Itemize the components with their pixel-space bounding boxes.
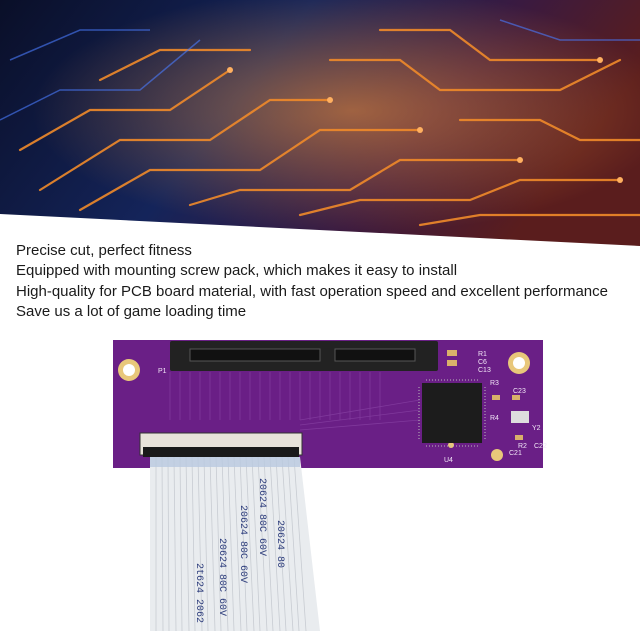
cable-print: 2t624 2062 xyxy=(193,563,204,623)
cable-print: 20624 80C 60V xyxy=(216,538,227,616)
silk-label: R2 xyxy=(518,443,527,450)
feature-list: Precise cut, perfect fitness Equipped wi… xyxy=(16,241,608,322)
adapter-board-image: P1 R1 C6 C13 R3 C23 R4 Y2 U4 C21 R2 C22 … xyxy=(113,340,547,631)
silk-label: U4 xyxy=(444,457,453,464)
silk-label: C22 xyxy=(534,443,547,450)
circuit-banner-image xyxy=(0,0,640,246)
silk-label: R4 xyxy=(490,415,499,422)
silk-label: C13 xyxy=(478,367,491,374)
feature-item: Save us a lot of game loading time xyxy=(16,302,247,320)
feature-item: Equipped with mounting screw pack, which… xyxy=(16,262,458,280)
silk-label: C6 xyxy=(478,359,487,366)
cable-print: 20624 80 xyxy=(274,520,285,568)
silk-label: P1 xyxy=(158,368,167,375)
feature-item: High-quality for PCB board material, wit… xyxy=(16,282,608,300)
silk-label: R3 xyxy=(490,380,499,387)
silk-label: C21 xyxy=(509,450,522,457)
cable-print: 20624 80C 60V xyxy=(237,505,248,583)
controller-chip-u4 xyxy=(422,383,482,443)
cable-print: 20624 80C 60V xyxy=(256,478,267,556)
silk-label: C23 xyxy=(513,388,526,395)
silk-label: Y2 xyxy=(532,425,541,432)
feature-item: Precise cut, perfect fitness xyxy=(16,242,192,259)
silk-label: R1 xyxy=(478,351,487,358)
